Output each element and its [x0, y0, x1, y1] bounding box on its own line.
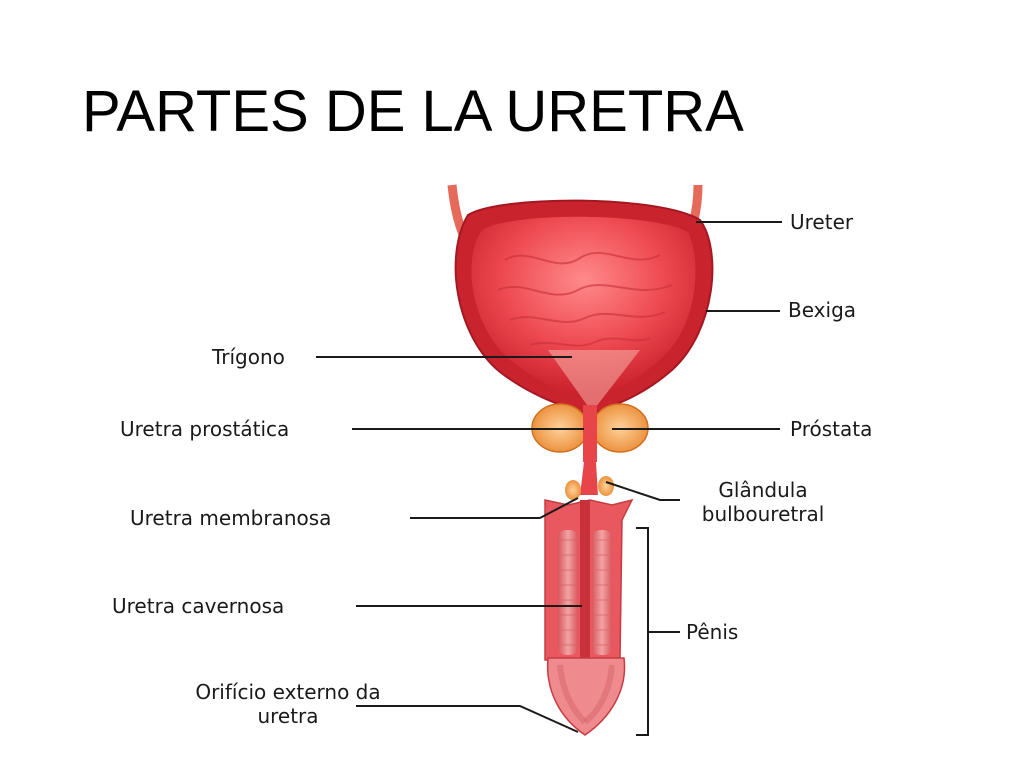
label-prostata: Próstata	[790, 417, 873, 441]
label-uretra-cavernosa: Uretra cavernosa	[112, 594, 285, 618]
membranosa-line-tip	[539, 497, 579, 519]
orificio-line	[356, 705, 579, 733]
bulbourethral-gland-right	[598, 476, 614, 496]
slide-title: PARTES DE LA URETRA	[82, 79, 744, 144]
label-penis: Pênis	[686, 620, 739, 644]
urethra-prostatic	[583, 405, 597, 462]
label-glandula-line1: Glândula	[718, 478, 808, 502]
leader-lines	[316, 221, 782, 736]
label-orificio-line2: uretra	[257, 704, 319, 728]
glandula-line	[605, 481, 680, 501]
label-bexiga: Bexiga	[788, 298, 857, 322]
label-glandula-bulbouretral: Glândula bulbouretral	[678, 478, 848, 526]
corpus-left	[558, 530, 578, 655]
corpus-right	[592, 530, 612, 655]
glans	[546, 657, 626, 736]
label-uretra-prostatica: Uretra prostática	[120, 417, 290, 441]
label-ureter: Ureter	[790, 210, 854, 234]
bulbourethral-gland-left	[565, 480, 581, 500]
penis-bracket	[636, 527, 649, 736]
bladder-rugae	[497, 251, 673, 347]
trigone	[548, 350, 640, 412]
bladder-interior	[471, 216, 696, 398]
label-glandula-line2: bulbouretral	[701, 502, 825, 526]
urethra-membranous	[580, 462, 598, 495]
label-orificio-line1: Orifício externo da	[195, 680, 381, 704]
label-orificio-externo: Orifício externo da uretra	[158, 680, 418, 728]
label-uretra-membranosa: Uretra membranosa	[130, 506, 332, 530]
label-trigono: Trígono	[212, 345, 285, 369]
urethra-cavernous	[580, 500, 590, 730]
